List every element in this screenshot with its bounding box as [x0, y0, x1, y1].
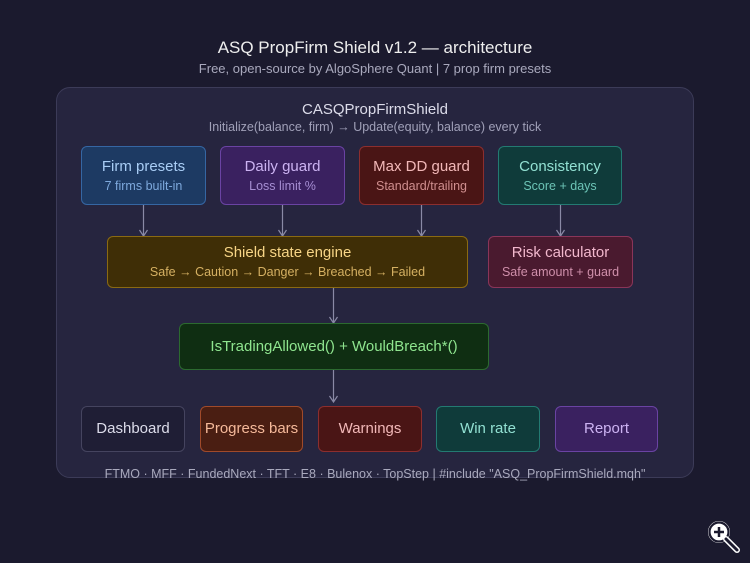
consistency-subtitle: Score + days — [523, 178, 597, 193]
zoom-in-icon[interactable] — [704, 517, 742, 555]
dashboard-box: Dashboard — [81, 406, 185, 452]
footer-firm-list: FTMO · MFF · FundedNext · TFT · E8 · Bul… — [104, 467, 646, 481]
report-label: Report — [583, 420, 630, 437]
max-dd-guard-box: Max DD guard Standard/trailing — [359, 146, 484, 205]
api-label: IsTradingAllowed() + WouldBreach*() — [210, 337, 458, 355]
win-rate-label: Win rate — [460, 420, 516, 437]
risk-title: Risk calculator — [511, 244, 610, 261]
daily-guard-box: Daily guard Loss limit % — [220, 146, 345, 205]
max-dd-guard-subtitle: Standard/trailing — [375, 178, 468, 193]
class-name: CASQPropFirmShield — [302, 101, 448, 118]
progress-bars-label: Progress bars — [204, 420, 299, 437]
daily-guard-subtitle: Loss limit % — [249, 178, 316, 193]
dashboard-label: Dashboard — [96, 420, 170, 437]
report-box: Report — [555, 406, 658, 452]
engine-title: Shield state engine — [223, 244, 352, 261]
consistency-title: Consistency — [519, 157, 601, 175]
win-rate-box: Win rate — [436, 406, 540, 452]
progress-bars-box: Progress bars — [200, 406, 303, 452]
max-dd-guard-title: Max DD guard — [373, 157, 470, 175]
engine-subtitle: Safe → Caution → Danger → Breached → Fai… — [149, 265, 426, 279]
consistency-box: Consistency Score + days — [498, 146, 622, 205]
shield-state-engine-box: Shield state engine Safe → Caution → Dan… — [107, 236, 468, 288]
class-description: Initialize(balance, firm) → Update(equit… — [208, 120, 542, 134]
diagram-title: ASQ PropFirm Shield v1.2 — architecture — [217, 38, 533, 57]
firm-presets-subtitle: 7 firms built-in — [104, 178, 183, 193]
diagram-subtitle: Free, open-source by AlgoSphere Quant | … — [198, 61, 552, 76]
daily-guard-title: Daily guard — [244, 157, 321, 175]
warnings-box: Warnings — [318, 406, 422, 452]
trading-api-box: IsTradingAllowed() + WouldBreach*() — [179, 323, 489, 370]
firm-presets-title: Firm presets — [101, 157, 186, 175]
risk-subtitle: Safe amount + guard — [501, 265, 620, 279]
firm-presets-box: Firm presets 7 firms built-in — [81, 146, 206, 205]
risk-calculator-box: Risk calculator Safe amount + guard — [488, 236, 633, 288]
warnings-label: Warnings — [338, 420, 402, 437]
